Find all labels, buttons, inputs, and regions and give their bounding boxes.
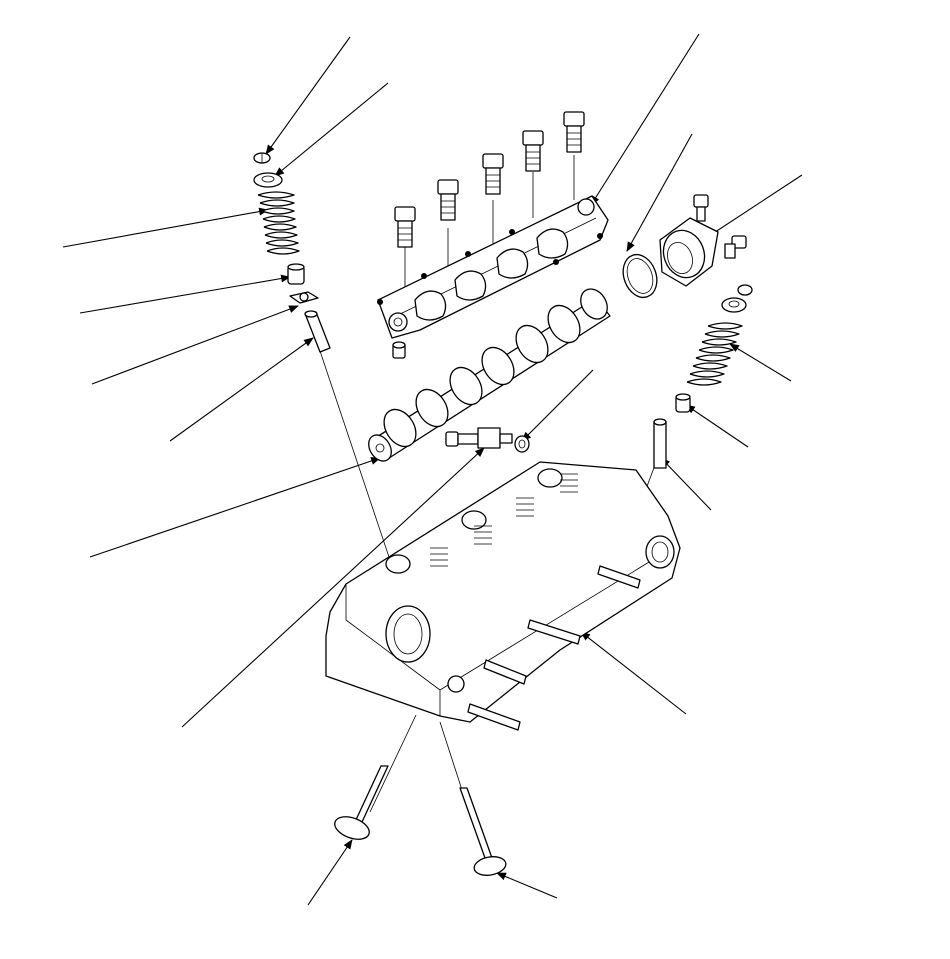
valve-guide-icon (304, 310, 331, 353)
callout-leaders (62, 33, 803, 906)
bolt-icon (522, 130, 544, 172)
valve-cotter-icon (737, 284, 753, 296)
bolt-icon (563, 111, 585, 153)
tube-icon (467, 565, 641, 731)
bolt-icon (394, 206, 416, 248)
o-ring-icon (622, 253, 658, 299)
leader-valve-guide (169, 337, 314, 442)
plug-icon (447, 675, 465, 693)
leader-valve-seal-right (685, 404, 749, 448)
valve-spring-icon (257, 191, 300, 255)
bolt-icon (437, 179, 459, 221)
valve-icon (459, 787, 507, 876)
valve-guide-icon (653, 418, 667, 469)
spring-retainer-icon (721, 297, 747, 313)
leader-valve-spring-right (729, 343, 792, 382)
left-valve-stack (253, 152, 331, 353)
valve-spring-icon (686, 322, 743, 386)
bolt-icon (724, 235, 747, 259)
leader-o-ring (626, 133, 693, 252)
adjuster-icon (377, 229, 603, 305)
leader-valve-spring (62, 207, 269, 248)
leader-rocker-assembly (590, 33, 700, 206)
rocker-arm-assembly (377, 195, 609, 359)
leader-spring-retainer (274, 82, 389, 177)
leader-sealing-washer (521, 369, 594, 442)
leader-housing (702, 174, 803, 241)
leader-valve-cotter (265, 36, 351, 155)
rocker-arm-icon (414, 228, 569, 321)
valve-cotter-icon (253, 152, 271, 164)
leader-valve-guide-right (660, 457, 712, 511)
camshaft (368, 288, 611, 462)
housing-icon (659, 217, 719, 287)
leader-head-bolt (181, 447, 485, 728)
leader-exhaust-valve (496, 872, 558, 899)
leader-cylinder-head (580, 631, 687, 715)
bolt-icon (693, 194, 709, 222)
valve-spring-icon (430, 473, 578, 567)
combustion-chamber-icon (385, 605, 431, 663)
spring-retainer-icon (253, 172, 283, 188)
head-bore-icon (385, 468, 675, 574)
dowel-pin-icon (392, 341, 406, 359)
right-valve-stack (653, 284, 753, 469)
valve-stem-seal-icon (287, 263, 305, 285)
cam-lobe-icon (383, 288, 608, 448)
thermostat-housing (622, 194, 747, 299)
bolt-icon (482, 153, 504, 195)
sealing-washer-icon (514, 435, 530, 453)
leader-camshaft (89, 457, 381, 558)
fitting-icon (477, 427, 513, 449)
rocker-shaft-end-icon (388, 198, 595, 332)
intake-valve (334, 765, 389, 840)
leader-intake-valve (307, 839, 353, 906)
leader-spring-seat (91, 305, 299, 385)
camshaft-end-icon (368, 434, 392, 462)
valve-stem-seal-icon (675, 393, 691, 413)
oil-fitting (445, 427, 530, 453)
valve-icon (334, 765, 389, 840)
cylinder-head (325, 461, 681, 731)
spring-seat-icon (289, 291, 319, 304)
rocker-bolts (394, 111, 585, 248)
exhaust-valve (459, 787, 507, 876)
banjo-bolt-icon (445, 431, 479, 447)
leader-valve-seal (79, 274, 291, 314)
